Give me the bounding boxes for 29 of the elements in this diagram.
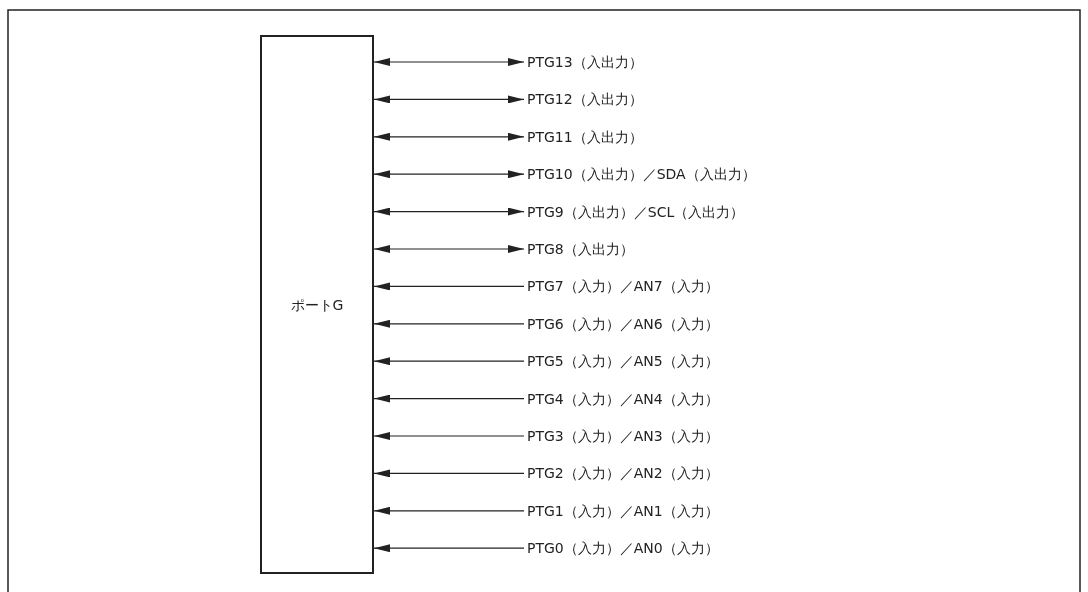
arrow bbox=[373, 58, 525, 66]
pin-label: PTG10（入出力）／SDA（入出力） bbox=[527, 165, 756, 184]
pin-label: PTG3（入力）／AN3（入力） bbox=[527, 427, 719, 445]
arrow bbox=[373, 319, 525, 328]
arrow bbox=[373, 544, 525, 553]
port-box: ポートG bbox=[260, 35, 374, 574]
arrow bbox=[373, 469, 525, 478]
arrow bbox=[373, 506, 525, 515]
arrow bbox=[373, 245, 525, 253]
pin-label: PTG1（入力）／AN1（入力） bbox=[527, 501, 719, 520]
pin-label: PTG7（入力）／AN7（入力） bbox=[527, 277, 719, 296]
pin-label: PTG9（入出力）／SCL（入出力） bbox=[527, 202, 745, 221]
pin-label: PTG8（入出力） bbox=[527, 240, 634, 258]
pin-label: PTG4（入力）／AN4（入力） bbox=[527, 389, 719, 408]
arrow bbox=[373, 170, 525, 179]
arrow bbox=[373, 95, 525, 104]
pin-label: PTG0（入力）／AN0（入力） bbox=[527, 539, 719, 558]
arrow bbox=[373, 432, 525, 440]
pin-label: PTG2（入力）／AN2（入力） bbox=[527, 464, 719, 483]
arrow bbox=[373, 207, 525, 216]
pin-label: PTG11（入出力） bbox=[527, 127, 643, 146]
pin-label: PTG5（入力）／AN5（入力） bbox=[527, 352, 719, 371]
arrow bbox=[373, 394, 525, 403]
arrow bbox=[373, 357, 525, 366]
pin-label: PTG6（入力）／AN6（入力） bbox=[527, 314, 719, 333]
pin-label: PTG13（入出力） bbox=[527, 53, 643, 71]
pin-label: PTG12（入出力） bbox=[527, 90, 643, 109]
arrow bbox=[373, 282, 525, 291]
arrow bbox=[373, 132, 525, 141]
